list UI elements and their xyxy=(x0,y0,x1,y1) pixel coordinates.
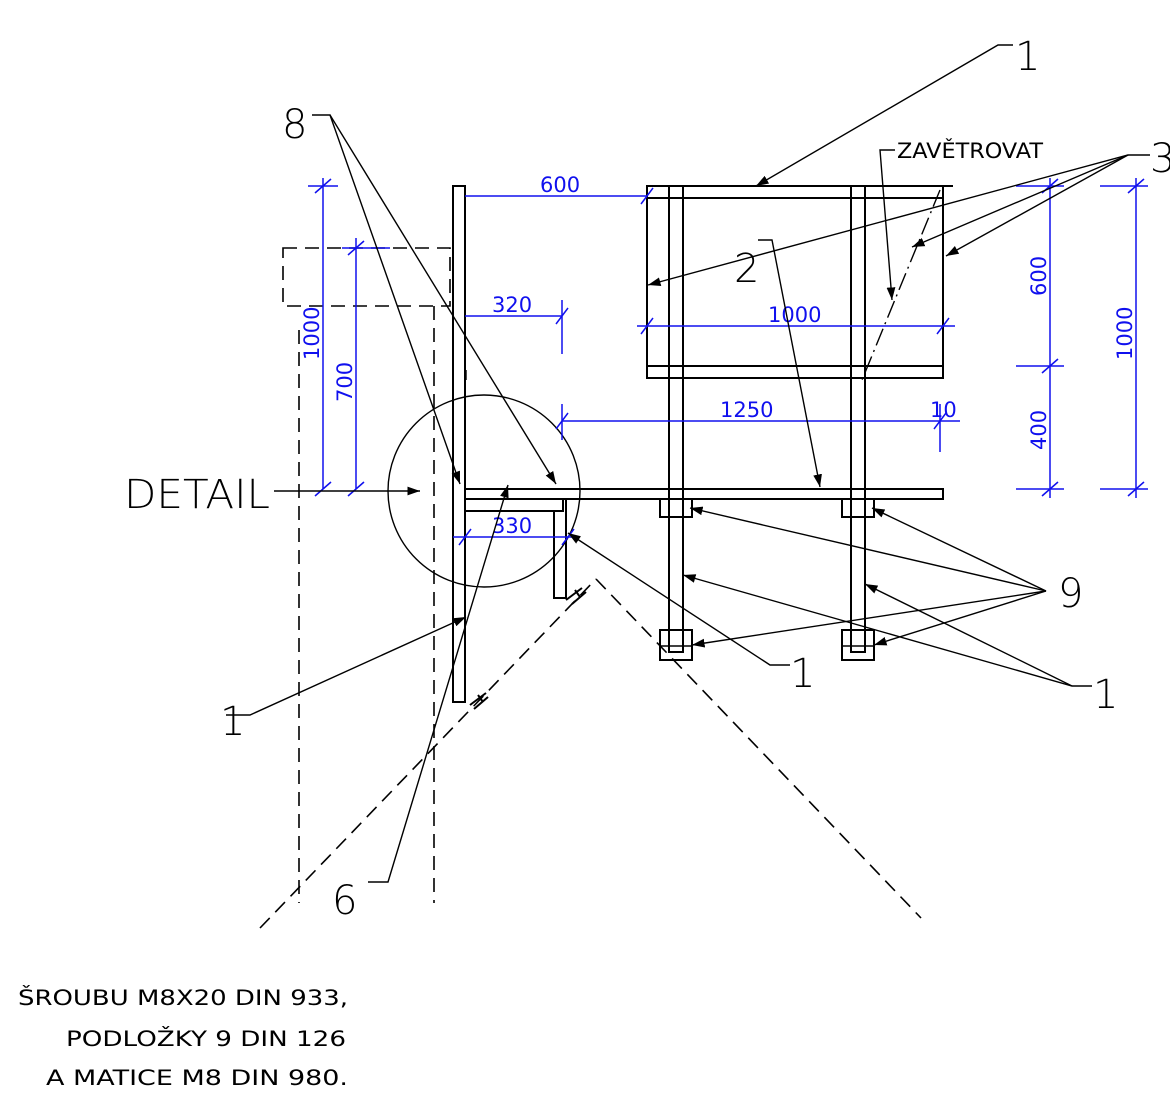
bracket xyxy=(464,498,564,512)
dim-10: 10 xyxy=(930,398,957,422)
existing-structure-dashed xyxy=(259,247,922,929)
dimension-lines xyxy=(308,178,1148,546)
note-line-3: A MATICE M8 DIN 980. xyxy=(46,1066,348,1090)
wind-bracing-line xyxy=(861,189,941,381)
callout-1-right: 1 xyxy=(1093,672,1118,718)
zavetrovat-label: ZAVĚTROVAT xyxy=(897,138,1043,163)
dim-320: 320 xyxy=(492,293,532,317)
post-right xyxy=(850,185,866,653)
structure-geometry xyxy=(452,185,953,710)
dim-600-horizontal: 600 xyxy=(540,173,580,197)
callout-8: 8 xyxy=(282,102,307,148)
post-left xyxy=(668,185,684,653)
callout-6: 6 xyxy=(332,878,357,924)
callout-3: 3 xyxy=(1150,136,1170,182)
note-line-2: PODLOŽKY 9 DIN 126 xyxy=(66,1026,346,1051)
dim-600-vertical: 600 xyxy=(1027,256,1051,296)
leader-lines xyxy=(226,44,1150,883)
left-vertical-plate xyxy=(452,185,466,703)
horizontal-deck xyxy=(464,488,944,500)
callout-labels: 1 8 3 2 9 1 1 1 6 DETAIL ZAVĚTROVAT xyxy=(124,34,1170,924)
dim-1250: 1250 xyxy=(720,398,773,422)
callout-2: 2 xyxy=(734,246,759,292)
detail-label: DETAIL xyxy=(124,472,270,518)
callout-1-top: 1 xyxy=(1015,34,1040,80)
dim-1000-vertical-left: 1000 xyxy=(300,307,324,360)
dim-1000-vertical-right: 1000 xyxy=(1113,307,1137,360)
note-line-1: ŠROUBU M8X20 DIN 933, xyxy=(18,985,348,1010)
dim-700: 700 xyxy=(333,362,357,402)
dimension-texts: 600 320 1000 1250 10 330 1000 700 600 40… xyxy=(300,173,1137,538)
dim-1000-horizontal: 1000 xyxy=(768,303,821,327)
callout-9: 9 xyxy=(1058,571,1083,617)
notes-block: ŠROUBU M8X20 DIN 933, PODLOŽKY 9 DIN 126… xyxy=(18,985,348,1090)
callout-1-mid: 1 xyxy=(790,651,815,697)
callout-1-left: 1 xyxy=(220,699,245,745)
railing-frame xyxy=(646,185,944,379)
dim-400: 400 xyxy=(1027,410,1051,450)
